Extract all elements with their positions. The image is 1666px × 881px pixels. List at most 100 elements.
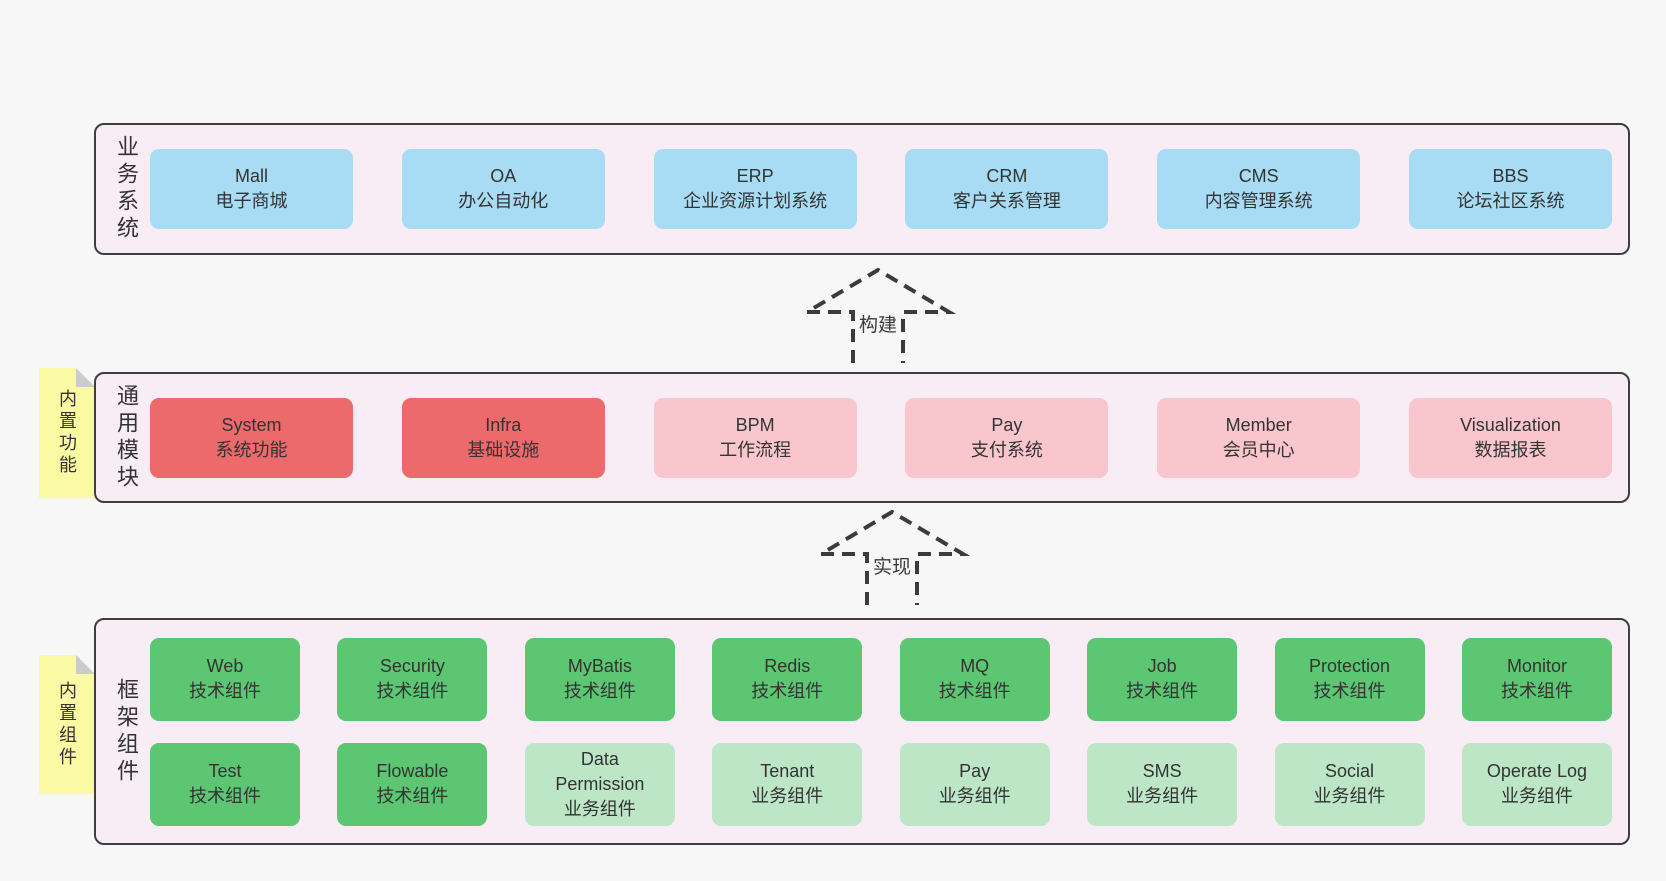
box-title: CRM (986, 166, 1028, 186)
box-subtitle: 业务组件 (938, 786, 1011, 806)
box-subtitle: 技术组件 (938, 681, 1011, 701)
business-box-bbs: BBS 论坛社区系统 (1408, 149, 1612, 229)
box-title: Pay (959, 761, 991, 781)
business-layer-panel: 业务系统 Mall 电子商城 OA 办公自动化 ERP 企业资源计划系统 CRM… (94, 123, 1630, 255)
box-title: Social (1325, 761, 1375, 781)
framework-box-job: Job 技术组件 (1087, 637, 1238, 721)
box-subtitle: 技术组件 (189, 786, 261, 806)
builtin-components-note: 内置组件 (39, 655, 95, 794)
framework-box-operate-log: Operate Log 业务组件 (1461, 742, 1612, 826)
box-subtitle: 业务组件 (563, 798, 636, 819)
framework-box-flowable: Flowable 技术组件 (337, 742, 488, 826)
box-subtitle: 技术组件 (1500, 681, 1573, 701)
box-title: Data Permission (555, 748, 645, 794)
box-subtitle: 技术组件 (563, 681, 636, 701)
module-boxes: System 系统功能 Infra 基础设施 BPM 工作流程 Pay 支付系统… (150, 374, 1628, 501)
box-title: Visualization (1460, 414, 1561, 435)
box-title: OA (490, 166, 517, 186)
box-subtitle: 业务组件 (1126, 786, 1199, 806)
framework-box-monitor: Monitor 技术组件 (1461, 637, 1612, 721)
framework-box-sms: SMS 业务组件 (1087, 742, 1238, 826)
box-title: Monitor (1506, 656, 1567, 676)
implement-arrow: 实现 (813, 508, 971, 606)
business-box-cms: CMS 内容管理系统 (1157, 149, 1361, 229)
box-subtitle: 论坛社区系统 (1456, 191, 1565, 211)
build-arrow: 构建 (799, 266, 957, 364)
box-subtitle: 内容管理系统 (1204, 191, 1313, 211)
box-title: Test (208, 761, 242, 781)
framework-box-mybatis: MyBatis 技术组件 (524, 637, 675, 721)
module-box-member: Member 会员中心 (1157, 397, 1361, 478)
box-subtitle: 系统功能 (215, 439, 288, 460)
box-subtitle: 技术组件 (376, 681, 449, 701)
business-box-crm: CRM 客户关系管理 (905, 149, 1109, 229)
modules-layer-label: 通用模块 (114, 383, 139, 492)
box-subtitle: 支付系统 (970, 439, 1043, 460)
modules-layer-panel: 通用模块 System 系统功能 Infra 基础设施 BPM 工作流程 Pay… (94, 372, 1630, 503)
box-title: BBS (1492, 166, 1529, 186)
framework-box-redis: Redis 技术组件 (712, 637, 863, 721)
box-title: CMS (1238, 166, 1279, 186)
box-subtitle: 数据报表 (1474, 439, 1547, 460)
box-subtitle: 客户关系管理 (952, 191, 1061, 211)
note-fold-icon (76, 655, 95, 674)
module-box-infra: Infra 基础设施 (401, 397, 605, 478)
framework-box-mq: MQ 技术组件 (899, 637, 1050, 721)
box-subtitle: 技术组件 (1126, 681, 1199, 701)
box-title: BPM (735, 414, 775, 435)
framework-box-tenant: Tenant 业务组件 (712, 742, 863, 826)
module-box-system: System 系统功能 (150, 397, 353, 478)
box-subtitle: 电子商城 (215, 191, 288, 211)
framework-layer-label: 框架组件 (114, 677, 139, 786)
box-title: Tenant (760, 761, 815, 781)
box-title: ERP (736, 166, 774, 186)
business-box-erp: ERP 企业资源计划系统 (653, 149, 857, 229)
box-subtitle: 技术组件 (189, 681, 261, 701)
business-box-mall: Mall 电子商城 (150, 149, 353, 229)
framework-box-test: Test 技术组件 (150, 742, 300, 826)
framework-box-security: Security 技术组件 (337, 637, 488, 721)
box-subtitle: 技术组件 (751, 681, 824, 701)
box-subtitle: 技术组件 (376, 786, 449, 806)
builtin-features-note-text: 内置功能 (57, 389, 77, 477)
builtin-features-note: 内置功能 (39, 368, 95, 498)
box-subtitle: 基础设施 (467, 439, 540, 460)
box-subtitle: 办公自动化 (458, 191, 549, 211)
box-title: Mall (234, 166, 268, 186)
framework-box-pay: Pay 业务组件 (899, 742, 1050, 826)
framework-box-web: Web 技术组件 (150, 637, 300, 721)
business-boxes: Mall 电子商城 OA 办公自动化 ERP 企业资源计划系统 CRM 客户关系… (150, 125, 1628, 253)
box-title: SMS (1142, 761, 1182, 781)
framework-box-protection: Protection 技术组件 (1274, 637, 1425, 721)
note-fold-icon (76, 368, 95, 387)
framework-layer-panel: 框架组件 Web 技术组件 Security 技术组件 MyBatis 技术组件… (94, 618, 1630, 845)
module-box-visualization: Visualization 数据报表 (1408, 397, 1612, 478)
box-title: Member (1225, 414, 1292, 435)
framework-boxes: Web 技术组件 Security 技术组件 MyBatis 技术组件 Redi… (150, 620, 1628, 843)
box-title: Operate Log (1486, 761, 1587, 781)
business-box-oa: OA 办公自动化 (401, 149, 605, 229)
module-box-bpm: BPM 工作流程 (653, 397, 857, 478)
module-box-pay: Pay 支付系统 (905, 397, 1109, 478)
box-title: Flowable (376, 761, 449, 781)
business-layer-label: 业务系统 (114, 135, 139, 243)
up-arrow-icon (813, 509, 971, 605)
box-subtitle: 技术组件 (1313, 681, 1386, 701)
up-arrow-icon (799, 267, 957, 363)
box-title: Redis (764, 656, 811, 676)
framework-box-social: Social 业务组件 (1274, 742, 1425, 826)
box-subtitle: 业务组件 (751, 786, 824, 806)
box-subtitle: 会员中心 (1222, 439, 1295, 460)
box-title: Job (1147, 656, 1177, 676)
box-subtitle: 企业资源计划系统 (683, 191, 828, 211)
box-title: Pay (991, 414, 1023, 435)
box-title: System (221, 414, 282, 435)
box-title: MQ (960, 656, 990, 676)
box-subtitle: 业务组件 (1500, 786, 1573, 806)
framework-box-data-permission: Data Permission 业务组件 (524, 742, 675, 826)
builtin-components-note-text: 内置组件 (57, 680, 77, 769)
implement-arrow-label: 实现 (869, 552, 915, 579)
box-title: MyBatis (567, 656, 632, 676)
box-title: Web (206, 656, 244, 676)
